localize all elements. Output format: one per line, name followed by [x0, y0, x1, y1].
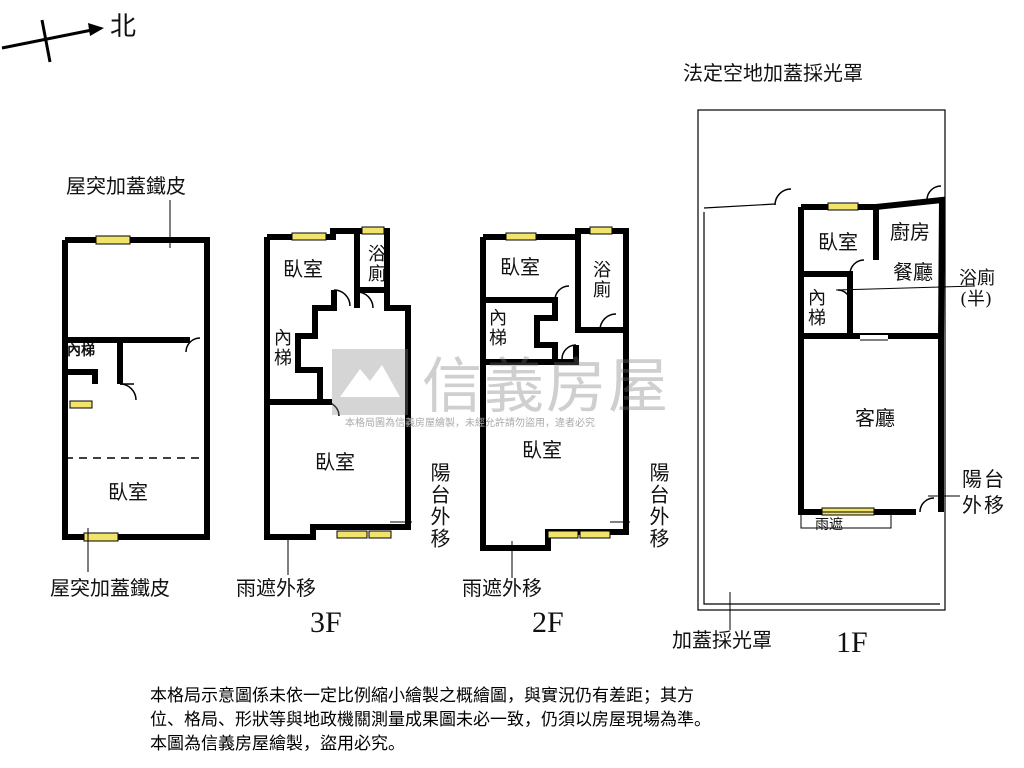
f2-stair-label: 內梯 — [486, 308, 507, 348]
floor-2f-windows — [505, 226, 613, 539]
disclaimer-line-3: 本圖為信義房屋繪製，盜用必究。 — [150, 734, 405, 754]
roof-windows — [69, 235, 131, 542]
f2-floor-name: 2F — [532, 606, 564, 639]
f1-living-label: 客廳 — [855, 406, 895, 430]
roof-stair-label: 內梯 — [67, 343, 95, 359]
floor-2f-walls — [480, 228, 629, 551]
north-label: 北 — [110, 12, 137, 42]
f3-bedroom-label: 臥室 — [283, 257, 323, 281]
f1-half-bath-label: 浴廁 — [959, 268, 995, 289]
roof-annex-bottom-label: 屋突加蓋鐵皮 — [50, 576, 170, 600]
roof-floor-walls — [62, 237, 210, 540]
f3-bedroom-large-label: 臥室 — [315, 450, 355, 474]
floor-3f-walls — [264, 228, 411, 540]
f1-floor-name: 1F — [836, 626, 868, 659]
f3-canopy-label: 雨遮外移 — [236, 576, 316, 600]
f1-half-bath-note: (半) — [960, 289, 993, 310]
f1-skylight-bottom-label: 加蓋採光罩 — [672, 628, 772, 652]
floor-1f-skylight — [697, 109, 946, 611]
f1-balcony-label: 陽台外移 — [962, 467, 1006, 517]
floor-3f-windows — [291, 226, 392, 539]
f1-bedroom-label: 臥室 — [818, 230, 858, 254]
f1-canopy-label: 雨遮 — [815, 517, 843, 533]
roof-annex-top-label: 屋突加蓋鐵皮 — [66, 174, 186, 198]
roof-bedroom-label: 臥室 — [108, 480, 148, 504]
f2-balcony-label: 陽台外移 — [646, 462, 670, 550]
f1-dining-label: 餐廳 — [893, 260, 933, 284]
f1-skylight-top-label: 法定空地加蓋採光罩 — [683, 61, 863, 85]
f2-bedroom-label: 臥室 — [500, 255, 540, 279]
floor-1f-doors — [774, 185, 942, 513]
f1-kitchen-label: 廚房 — [890, 220, 930, 244]
watermark: 信義房屋 — [330, 338, 670, 425]
watermark-brand: 信義房屋 — [422, 352, 670, 422]
watermark-notice: 本格局圖為信義房屋繪製，未經允許請勿盜用，違者必究 — [345, 418, 595, 429]
f3-bath-label: 浴廁 — [365, 244, 386, 284]
f2-bedroom-large-label: 臥室 — [522, 438, 562, 462]
watermark-logo-icon — [332, 348, 408, 415]
f1-stair-label: 內梯 — [805, 288, 826, 328]
f3-balcony-label: 陽台外移 — [427, 462, 451, 550]
disclaimer-line-2: 位、格局、形狀等與地政機關測量成果圖未必一致，仍須以房屋現場為準。 — [150, 710, 711, 730]
f2-bath-label: 浴廁 — [590, 260, 611, 300]
north-arrow-icon — [1, 19, 104, 63]
f3-floor-name: 3F — [310, 606, 342, 639]
floor-3f-doors — [324, 289, 374, 417]
disclaimer-line-1: 本格局示意圖係未依一定比例縮小繪製之概繪圖，與實況仍有差距；其方 — [150, 686, 694, 706]
roof-floor-inner — [65, 337, 207, 459]
floor-2f-doors — [554, 285, 617, 360]
f2-canopy-label: 雨遮外移 — [462, 576, 542, 600]
f3-stair-label: 內梯 — [271, 328, 292, 368]
disclaimer: 本格局示意圖係未依一定比例縮小繪製之概繪圖，與實況仍有差距；其方 位、格局、形狀… — [150, 684, 870, 756]
